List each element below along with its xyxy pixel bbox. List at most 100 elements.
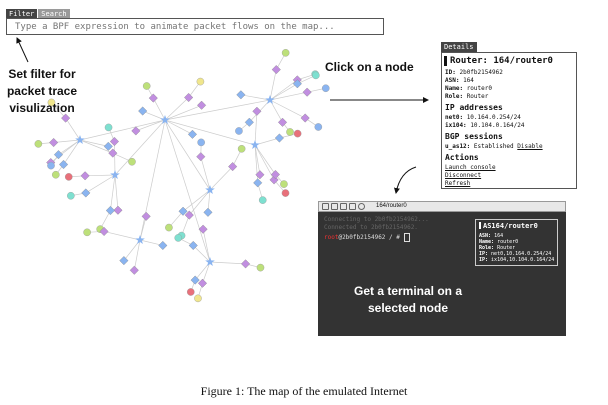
host-node[interactable] [186, 288, 195, 296]
router-node[interactable] [109, 136, 119, 147]
host-node[interactable] [47, 161, 55, 170]
router-node[interactable] [61, 113, 71, 123]
host-node[interactable] [281, 189, 290, 197]
host-node[interactable] [280, 180, 288, 188]
graph-nodes[interactable] [34, 49, 330, 303]
terminal-window[interactable]: Connecting to 2b0fb2154962... Connected … [318, 212, 566, 336]
detach-icon[interactable] [340, 203, 347, 210]
host-node[interactable] [174, 234, 183, 242]
host-node[interactable] [34, 140, 43, 148]
router-node[interactable] [196, 152, 206, 162]
host-node[interactable] [47, 98, 56, 107]
router-node[interactable] [129, 265, 139, 275]
router-node[interactable] [241, 259, 251, 269]
refresh-icon[interactable] [349, 203, 356, 210]
ix-node[interactable] [110, 170, 120, 179]
host-node[interactable] [194, 294, 202, 303]
host-node[interactable] [314, 123, 323, 131]
minimize-icon[interactable] [331, 203, 338, 210]
router-node[interactable] [80, 171, 90, 181]
ix-node[interactable] [75, 135, 85, 144]
ix-node[interactable] [135, 235, 145, 244]
terminal-prompt[interactable]: root@2b0fb2154962 / # [324, 233, 410, 242]
router-node[interactable] [108, 148, 118, 158]
ix-node[interactable] [205, 185, 215, 194]
router-node[interactable] [178, 206, 188, 216]
router-node[interactable] [271, 65, 281, 75]
close-icon[interactable] [322, 203, 329, 210]
host-node[interactable] [258, 196, 267, 204]
router-node[interactable] [190, 275, 200, 285]
router-node[interactable] [300, 113, 310, 123]
router-node[interactable] [197, 100, 207, 110]
refresh-link[interactable]: Refresh [445, 180, 471, 187]
bgp-disable-link[interactable]: Disable [517, 143, 543, 150]
router-node[interactable] [187, 129, 197, 139]
host-node[interactable] [286, 128, 294, 136]
terminal-titlebar[interactable]: 164/router0 [318, 201, 566, 212]
router-node[interactable] [203, 207, 213, 217]
router-node[interactable] [81, 188, 91, 198]
network-map[interactable] [20, 40, 340, 330]
ix-node[interactable] [250, 140, 260, 149]
host-node[interactable] [64, 173, 73, 181]
router-node[interactable] [99, 226, 109, 236]
ix-node[interactable] [160, 115, 170, 124]
router-node[interactable] [274, 133, 284, 143]
host-node[interactable] [293, 129, 302, 138]
router-node[interactable] [148, 93, 158, 103]
ix-node[interactable] [205, 257, 215, 266]
host-node[interactable] [128, 157, 136, 166]
host-node[interactable] [197, 138, 205, 147]
router-node[interactable] [198, 224, 208, 234]
disconnect-link[interactable]: Disconnect [445, 172, 482, 179]
router-node[interactable] [119, 256, 129, 266]
router-node[interactable] [270, 169, 280, 180]
host-node[interactable] [237, 144, 246, 153]
host-node[interactable] [51, 170, 60, 179]
host-node[interactable] [235, 127, 243, 135]
ix-node[interactable] [265, 95, 275, 104]
router-node[interactable] [236, 90, 246, 100]
eye-icon[interactable] [358, 203, 365, 210]
host-node[interactable] [256, 263, 265, 272]
router-node[interactable] [253, 178, 263, 188]
graph-edge [139, 239, 163, 246]
host-node[interactable] [83, 228, 91, 237]
router-node[interactable] [292, 79, 302, 89]
bpf-filter-input[interactable] [6, 18, 384, 35]
router-node[interactable] [302, 87, 312, 97]
router-node[interactable] [252, 106, 262, 116]
graph-edge [254, 111, 258, 146]
tab-filter[interactable]: Filter [6, 9, 38, 19]
host-node[interactable] [165, 223, 173, 232]
router-node[interactable] [197, 278, 208, 288]
router-node[interactable] [113, 205, 123, 215]
router-node[interactable] [105, 205, 115, 216]
router-node[interactable] [53, 150, 64, 160]
router-node[interactable] [138, 106, 148, 116]
tab-search[interactable]: Search [38, 9, 70, 19]
router-node[interactable] [184, 92, 194, 103]
router-node[interactable] [255, 170, 265, 180]
router-node[interactable] [49, 138, 59, 148]
host-node[interactable] [321, 84, 330, 93]
host-node[interactable] [67, 191, 75, 200]
router-node[interactable] [228, 162, 238, 172]
router-node[interactable] [184, 210, 194, 220]
router-node[interactable] [244, 117, 254, 127]
details-tab[interactable]: Details [441, 42, 477, 52]
router-node[interactable] [131, 126, 141, 136]
host-node[interactable] [196, 77, 205, 86]
router-node[interactable] [59, 159, 69, 170]
host-node[interactable] [104, 123, 113, 132]
host-node[interactable] [312, 71, 320, 80]
router-node[interactable] [103, 141, 113, 151]
router-node[interactable] [188, 240, 198, 250]
router-node[interactable] [141, 211, 151, 221]
router-node[interactable] [278, 117, 288, 127]
host-node[interactable] [281, 49, 290, 57]
host-node[interactable] [142, 82, 151, 90]
router-node[interactable] [158, 240, 168, 250]
launch-console-link[interactable]: Launch console [445, 164, 496, 171]
